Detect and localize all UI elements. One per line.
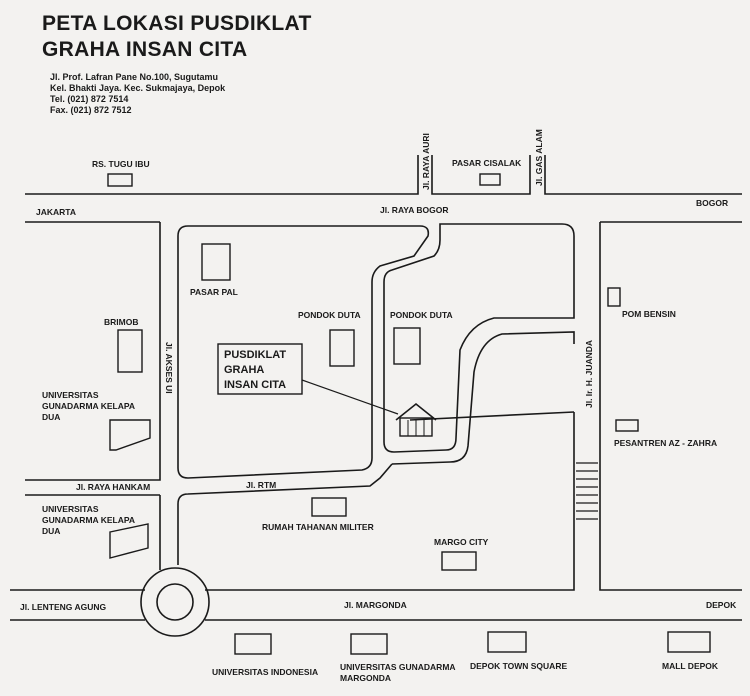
label-pondok-duta-2: PONDOK DUTA bbox=[390, 310, 453, 320]
map-title-line2: GRAHA INSAN CITA bbox=[42, 38, 248, 61]
building-pom-bensin bbox=[607, 287, 621, 307]
roundabout-inner bbox=[156, 583, 194, 621]
destination-label-line3: INSAN CITA bbox=[224, 379, 286, 391]
label-mall-depok: MALL DEPOK bbox=[662, 661, 719, 671]
building-pesantren bbox=[615, 419, 639, 432]
label-univ-indonesia: UNIVERSITAS INDONESIA bbox=[212, 667, 318, 677]
roundabout-outer bbox=[140, 567, 210, 637]
road-juanda bbox=[599, 222, 742, 591]
building-univ-gunadarma-margonda bbox=[350, 633, 388, 655]
label-margo-city: MARGO CITY bbox=[434, 537, 489, 547]
fax-number: Fax. (021) 872 7512 bbox=[50, 105, 132, 115]
building-rumah-tahanan bbox=[311, 497, 347, 517]
label-univ-gunadarma-kd2-line2: GUNADARMA KELAPA bbox=[42, 515, 135, 525]
label-raya-hankam: Jl. RAYA HANKAM bbox=[76, 482, 150, 492]
building-margo-city bbox=[441, 551, 477, 571]
road-akses-ui bbox=[25, 222, 161, 570]
label-depok: DEPOK bbox=[706, 600, 737, 610]
label-bogor: BOGOR bbox=[696, 198, 728, 208]
label-univ-gunadarma-kd1-line3: DUA bbox=[42, 412, 60, 422]
destination-label-box bbox=[217, 343, 303, 395]
label-pom-bensin: POM BENSIN bbox=[622, 309, 676, 319]
address-line2: Kel. Bhakti Jaya. Kec. Sukmajaya, Depok bbox=[50, 83, 226, 93]
building-depok-town-square bbox=[487, 631, 527, 653]
destination-marker[interactable]: PUSDIKLAT GRAHA INSAN CITA bbox=[217, 343, 437, 437]
building-univ-indonesia bbox=[234, 633, 272, 655]
label-pasar-pal: PASAR PAL bbox=[190, 287, 238, 297]
building-pasar-pal bbox=[201, 243, 231, 281]
label-lenteng-agung: Jl. LENTENG AGUNG bbox=[20, 602, 106, 612]
label-juanda: Jl. Ir. H. JUANDA bbox=[584, 340, 594, 408]
building-univ-gunadarma-kelapa-dua-2 bbox=[109, 523, 149, 559]
building-pasar-cisalak bbox=[479, 173, 501, 186]
destination-pointer-line bbox=[301, 379, 399, 415]
label-pondok-duta-1: PONDOK DUTA bbox=[298, 310, 361, 320]
label-rs-tugu-ibu: RS. TUGU IBU bbox=[92, 159, 150, 169]
label-univ-gunadarma-margonda-line1: UNIVERSITAS GUNADARMA bbox=[340, 662, 456, 672]
label-univ-gunadarma-margonda-line2: MARGONDA bbox=[340, 673, 391, 683]
road-central-block bbox=[177, 223, 575, 591]
label-pesantren: PESANTREN AZ - ZAHRA bbox=[614, 438, 717, 448]
label-brimob: BRIMOB bbox=[104, 317, 138, 327]
building-univ-gunadarma-kelapa-dua-1 bbox=[109, 419, 151, 451]
label-rtm: Jl. RTM bbox=[246, 480, 276, 490]
label-univ-gunadarma-kd2-line1: UNIVERSITAS bbox=[42, 504, 99, 514]
building-pondok-duta-2 bbox=[393, 327, 421, 365]
label-depok-town-square: DEPOK TOWN SQUARE bbox=[470, 661, 567, 671]
map-title-line1: PETA LOKASI PUSDIKLAT bbox=[42, 12, 312, 35]
house-icon bbox=[395, 402, 437, 437]
label-margonda: Jl. MARGONDA bbox=[344, 600, 407, 610]
building-mall-depok bbox=[667, 631, 711, 653]
label-jakarta: JAKARTA bbox=[36, 207, 76, 217]
crosswalk bbox=[576, 462, 598, 520]
road-margonda bbox=[10, 567, 742, 637]
label-univ-gunadarma-kd2-line3: DUA bbox=[42, 526, 60, 536]
road-raya-bogor bbox=[25, 155, 742, 223]
label-univ-gunadarma-kd1-line2: GUNADARMA KELAPA bbox=[42, 401, 135, 411]
label-raya-auri: Jl. RAYA AURI bbox=[421, 133, 431, 190]
label-univ-gunadarma-kd1-line1: UNIVERSITAS bbox=[42, 390, 99, 400]
building-pondok-duta-1 bbox=[329, 329, 355, 367]
label-rumah-tahanan: RUMAH TAHANAN MILITER bbox=[262, 522, 374, 532]
label-pasar-cisalak: PASAR CISALAK bbox=[452, 158, 522, 168]
label-gas-alam: Jl. GAS ALAM bbox=[534, 129, 544, 186]
address-line1: Jl. Prof. Lafran Pane No.100, Sugutamu bbox=[50, 72, 219, 82]
phone-number: Tel. (021) 872 7514 bbox=[50, 94, 129, 104]
building-brimob bbox=[117, 329, 143, 373]
label-akses-ui: Jl. AKSES UI bbox=[164, 342, 174, 394]
building-rs-tugu-ibu bbox=[107, 173, 133, 187]
destination-label-line2: GRAHA bbox=[224, 364, 264, 376]
destination-label-line1: PUSDIKLAT bbox=[224, 349, 286, 361]
label-raya-bogor: Jl. RAYA BOGOR bbox=[380, 205, 449, 215]
